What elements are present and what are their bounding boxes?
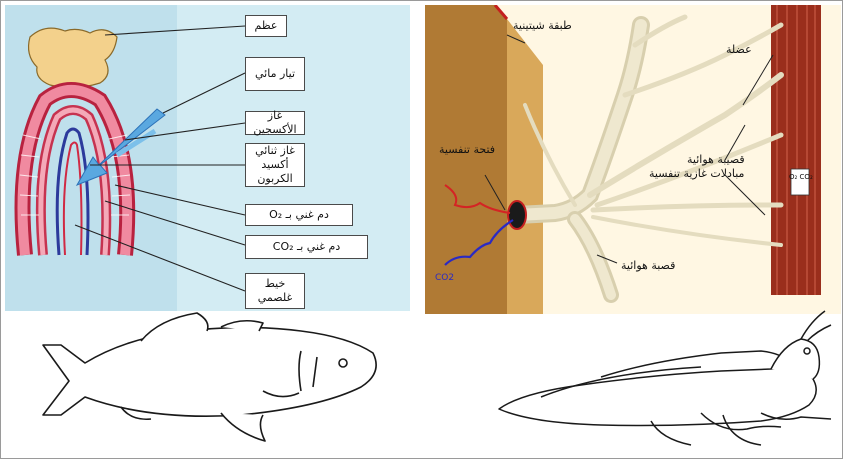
bone-shape (29, 28, 117, 87)
gill-diagram-panel: عظم تيار مائي غاز الأكسجين غاز ثنائي أكس… (5, 5, 410, 311)
label-blood-o2: دم غني بـ O₂ (245, 204, 353, 226)
label-co2: CO2 (435, 273, 454, 284)
cuticle-outer (425, 5, 507, 314)
label-muscle: عضلة (726, 43, 752, 56)
grasshopper-outline (499, 311, 831, 445)
label-bone: عظم (245, 15, 287, 37)
label-blood-co2: دم غني بـ CO₂ (245, 235, 368, 259)
label-gas-exchange: مبادلات غازية تنفسية (649, 167, 744, 180)
label-spiracle: فتحة تنفسية (439, 143, 495, 156)
cuticle-inner (507, 19, 543, 314)
label-co2-gas: غاز ثنائي أكسيد الكربون (245, 143, 305, 187)
label-tracheole: قصيبة هوائية (687, 153, 745, 166)
fish-outline (43, 313, 376, 441)
muscle (771, 5, 821, 295)
trachea-diagram-panel: طبقة شيتينية عضلة قصيبة هوائية مبادلات غ… (425, 5, 841, 314)
label-water-current: تيار مائي (245, 57, 305, 91)
label-gill-filament: خيط غلصمي (245, 273, 305, 309)
gill-illustration (5, 5, 410, 311)
label-o2-co2-small: O₂ CO₂ (789, 173, 813, 181)
spiracle (508, 201, 526, 229)
label-chitin-layer: طبقة شيتينية (513, 19, 572, 32)
label-oxygen: غاز الأكسجين (245, 111, 305, 135)
label-trachea: قصبة هوائية (621, 259, 675, 272)
